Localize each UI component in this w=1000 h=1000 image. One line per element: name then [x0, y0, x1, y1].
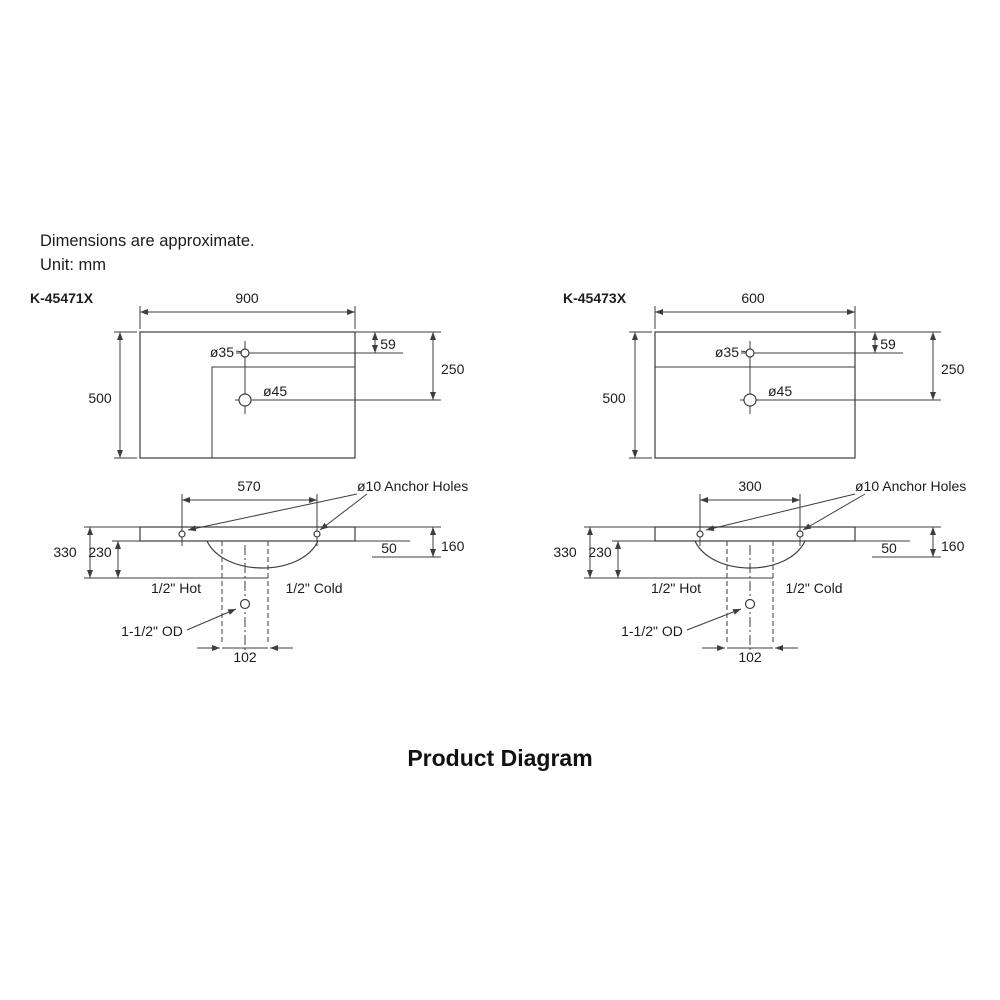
anchor-hole-left-2: [313, 530, 321, 538]
right-front-view: 300 ø10 Anchor Holes 330 230 160 50: [553, 478, 966, 665]
anchor-hole-right-2: [796, 530, 804, 538]
diagram-left-model: K-45471X ø35 ø45 900 500: [30, 290, 468, 665]
outlet-label-left: 1-1/2" OD: [121, 623, 183, 639]
dim-supply-height-left: 230: [88, 544, 112, 560]
dim-width-left: 900: [235, 290, 259, 306]
dim-drain-offset-right: 250: [941, 361, 965, 377]
dim-anchor-span-left: 570: [237, 478, 261, 494]
dim-depth-left: 500: [88, 390, 112, 406]
dim-edge-thickness-right: 50: [881, 540, 897, 556]
dim-supply-spacing-left: 102: [233, 649, 257, 665]
cold-supply-label-left: 1/2" Cold: [285, 580, 342, 596]
dim-faucet-offset-left: 59: [380, 336, 396, 352]
drain-hole-label-right: ø45: [768, 383, 792, 399]
dim-anchor-span-right: 300: [738, 478, 762, 494]
model-name-right: K-45473X: [563, 290, 627, 306]
drain-outlet-right: [744, 598, 756, 610]
anchor-note-right: ø10 Anchor Holes: [855, 478, 966, 494]
dim-front-height-left: 160: [441, 538, 465, 554]
cold-supply-label-right: 1/2" Cold: [785, 580, 842, 596]
header-line-approximate: Dimensions are approximate.: [40, 232, 255, 250]
header-line-unit: Unit: mm: [40, 256, 106, 274]
drain-hole-left: [238, 393, 252, 407]
left-top-view: ø35 ø45 900 500 59 250: [88, 290, 465, 459]
left-front-view: 570 ø10 Anchor Holes 330 230 160 50: [53, 478, 468, 665]
anchor-hole-left-1: [178, 530, 186, 538]
faucet-hole-label-right: ø35: [715, 344, 739, 360]
dim-drain-offset-left: 250: [441, 361, 465, 377]
drain-hole-right: [743, 393, 757, 407]
drain-outlet-left: [239, 598, 251, 610]
dim-faucet-offset-right: 59: [880, 336, 896, 352]
faucet-hole-right: [745, 348, 755, 358]
dim-front-height-right: 160: [941, 538, 965, 554]
page-title: Product Diagram: [407, 745, 593, 771]
outlet-label-right: 1-1/2" OD: [621, 623, 683, 639]
right-top-view: ø35 ø45 600 500 59 250: [602, 290, 965, 459]
model-name-left: K-45471X: [30, 290, 94, 306]
faucet-hole-label-left: ø35: [210, 344, 234, 360]
dim-supply-spacing-right: 102: [738, 649, 762, 665]
anchor-note-left: ø10 Anchor Holes: [357, 478, 468, 494]
dim-depth-right: 500: [602, 390, 626, 406]
dim-overall-height-left: 330: [53, 544, 77, 560]
anchor-hole-right-1: [696, 530, 704, 538]
dim-supply-height-right: 230: [588, 544, 612, 560]
drain-hole-label-left: ø45: [263, 383, 287, 399]
dim-width-right: 600: [741, 290, 765, 306]
diagram-right-model: K-45473X ø35 ø45 600 500: [553, 290, 966, 665]
hot-supply-label-right: 1/2" Hot: [651, 580, 701, 596]
dim-edge-thickness-left: 50: [381, 540, 397, 556]
header-note: Dimensions are approximate. Unit: mm: [40, 229, 255, 277]
hot-supply-label-left: 1/2" Hot: [151, 580, 201, 596]
faucet-hole-left: [240, 348, 250, 358]
dim-overall-height-right: 330: [553, 544, 577, 560]
